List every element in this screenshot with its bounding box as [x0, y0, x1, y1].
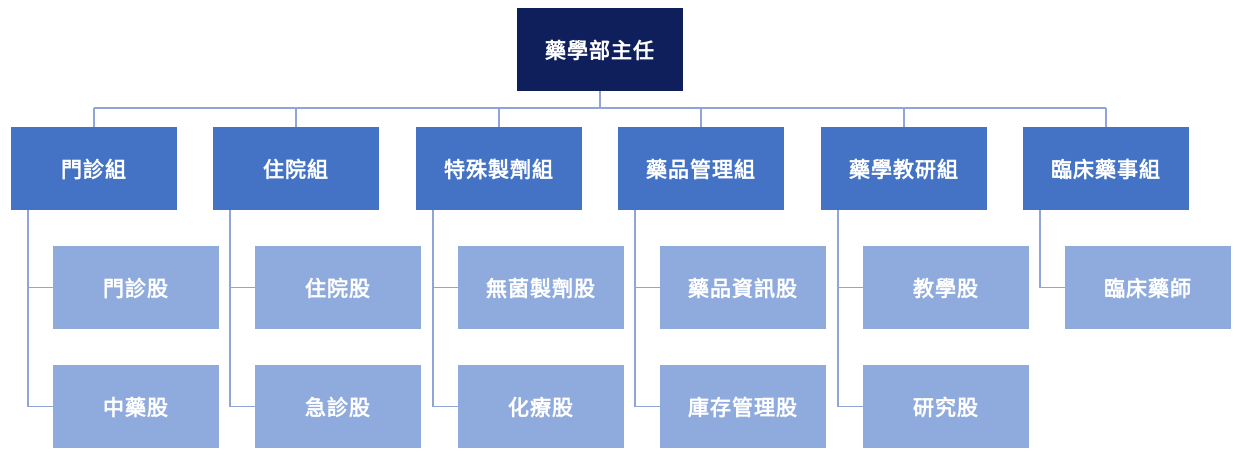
- unit-box: 無菌製劑股: [458, 246, 624, 329]
- unit-spine-line: [837, 210, 839, 407]
- unit-spine-line: [1039, 210, 1041, 288]
- root-connector: [599, 91, 601, 108]
- unit-connector: [838, 405, 863, 408]
- unit-connector: [28, 286, 53, 289]
- unit-box: 庫存管理股: [660, 365, 826, 448]
- unit-box: 住院股: [255, 246, 421, 329]
- director-box: 藥學部主任: [517, 8, 683, 91]
- unit-box: 中藥股: [53, 365, 219, 448]
- unit-box: 化療股: [458, 365, 624, 448]
- unit-box: 教學股: [863, 246, 1029, 329]
- unit-spine-line: [27, 210, 29, 407]
- unit-connector: [838, 286, 863, 289]
- group-connector: [498, 108, 500, 127]
- group-box: 特殊製劑組: [416, 127, 582, 210]
- unit-connector: [230, 286, 255, 289]
- group-box: 住院組: [213, 127, 379, 210]
- unit-spine-line: [432, 210, 434, 407]
- unit-connector: [635, 286, 660, 289]
- unit-box: 急診股: [255, 365, 421, 448]
- unit-box: 藥品資訊股: [660, 246, 826, 329]
- unit-connector: [230, 405, 255, 408]
- unit-box: 門診股: [53, 246, 219, 329]
- group-box: 藥品管理組: [618, 127, 784, 210]
- group-box: 門診組: [11, 127, 177, 210]
- group-connector: [700, 108, 702, 127]
- group-box: 藥學教研組: [821, 127, 987, 210]
- unit-connector: [1040, 286, 1065, 289]
- unit-connector: [433, 405, 458, 408]
- group-bus-line: [94, 107, 1106, 109]
- group-connector: [1105, 108, 1107, 127]
- unit-connector: [433, 286, 458, 289]
- unit-connector: [28, 405, 53, 408]
- group-box: 臨床藥事組: [1023, 127, 1189, 210]
- unit-spine-line: [634, 210, 636, 407]
- unit-box: 臨床藥師: [1065, 246, 1231, 329]
- group-connector: [903, 108, 905, 127]
- group-connector: [295, 108, 297, 127]
- unit-connector: [635, 405, 660, 408]
- unit-spine-line: [229, 210, 231, 407]
- group-connector: [93, 108, 95, 127]
- unit-box: 研究股: [863, 365, 1029, 448]
